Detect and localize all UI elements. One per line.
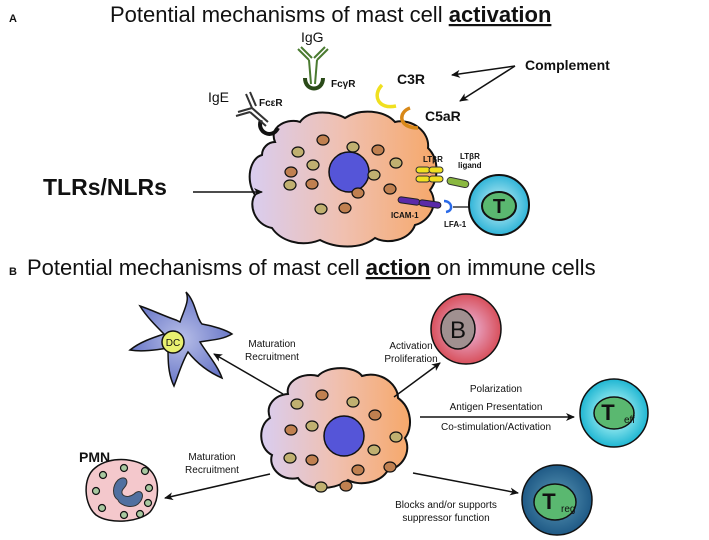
arrow-to-pmn [164, 473, 271, 501]
ltbr-label: LTβR [423, 155, 443, 164]
ige-label: IgE [208, 89, 229, 105]
arrow-to-b [393, 362, 441, 398]
arrow-to-treg [412, 472, 519, 496]
ltbr-ligand-label-2: ligand [458, 161, 482, 170]
c5ar-label: C5aR [425, 108, 461, 124]
complement-c3r-arrow [451, 65, 516, 78]
ige-fcer-receptor [235, 91, 280, 136]
dendritic-cell: DC [128, 291, 234, 388]
b-edge-label-2: Proliferation [384, 354, 437, 365]
c3r-label: C3R [397, 71, 425, 87]
c5ar-receptor [400, 106, 419, 130]
t-cell-a-label: T [493, 196, 505, 218]
mast-cell-a [248, 110, 438, 248]
treg-label-main: T [542, 489, 556, 514]
mast-cell-b [260, 367, 411, 493]
b-cell-label: B [450, 317, 466, 344]
panel-b-letter: B [9, 266, 17, 278]
teff-label-sub: eff [624, 415, 635, 426]
pmn-edge-label-2: Recruitment [185, 465, 239, 476]
ltbr-ligand-label-1: LTβR [460, 152, 480, 161]
lfa-1 [443, 199, 453, 214]
icam-1 [397, 196, 442, 209]
tlrs-nlrs-label: TLRs/NLRs [43, 174, 167, 200]
icam-label: ICAM-1 [391, 211, 419, 220]
arrow-to-dc [213, 353, 284, 395]
panel-a-title: Potential mechanisms of mast cell activa… [110, 2, 551, 27]
teff-edge-label-3: Co-stimulation/Activation [441, 422, 551, 433]
dc-label: DC [166, 338, 180, 349]
fcgr-label: FcγR [331, 79, 356, 90]
complement-label: Complement [525, 57, 610, 73]
panel-a-title-emphasis: activation [449, 2, 552, 27]
panel-b-title: Potential mechanisms of mast cell action… [27, 255, 596, 280]
nucleus [328, 151, 370, 193]
panel-b-title-suffix: on immune cells [431, 255, 596, 280]
nucleus-b [323, 415, 365, 457]
treg-edge-label-2: suppressor function [402, 513, 489, 524]
fcer-label: FcεR [259, 98, 283, 109]
panel-b-title-prefix: Potential mechanisms of mast cell [27, 255, 366, 280]
igg-fcgr-receptor [297, 46, 329, 91]
teff-edge-label-1: Polarization [470, 384, 522, 395]
ltbr-receptor [415, 166, 444, 183]
dc-edge-label-2: Recruitment [245, 352, 299, 363]
lfa-label: LFA-1 [444, 220, 467, 229]
panel-a-title-prefix: Potential mechanisms of mast cell [110, 2, 449, 27]
b-edge-label-1: Activation [389, 341, 432, 352]
teff-label-main: T [601, 400, 615, 425]
panel-a-letter: A [9, 13, 17, 25]
complement-c5ar-arrow [459, 65, 516, 102]
teff-edge-label-2: Antigen Presentation [450, 402, 543, 413]
treg-cell: T reg [521, 464, 593, 536]
teff-cell: T eff [579, 378, 649, 448]
b-cell: B [430, 293, 502, 365]
pmn-edge-label-1: Maturation [188, 452, 235, 463]
pmn-label: PMN [79, 449, 110, 465]
panel-b-title-emphasis: action [366, 255, 431, 280]
edge-labels: Maturation Recruitment Activation Prolif… [185, 339, 551, 524]
pmn-cell [85, 458, 159, 522]
dc-edge-label-1: Maturation [248, 339, 295, 350]
treg-edge-label-1: Blocks and/or supports [395, 500, 497, 511]
treg-label-sub: reg [561, 504, 575, 515]
c3r-receptor [375, 83, 397, 109]
t-cell-a: T [468, 174, 530, 236]
ltbr-ligand [446, 176, 470, 189]
igg-label: IgG [301, 29, 324, 45]
